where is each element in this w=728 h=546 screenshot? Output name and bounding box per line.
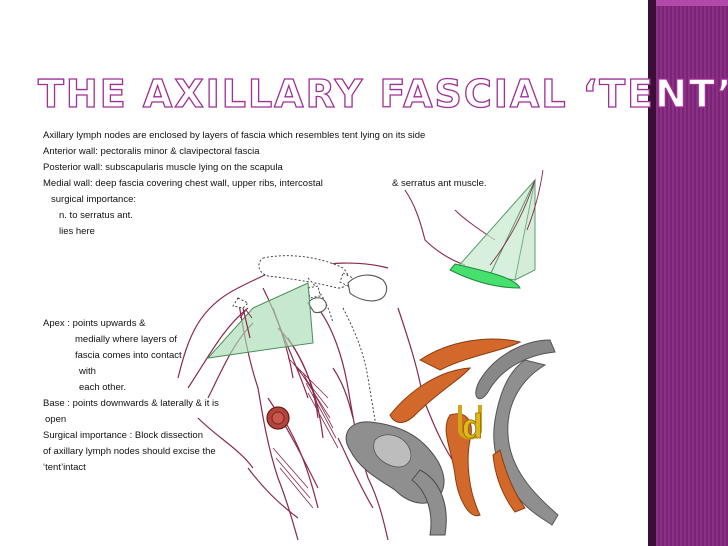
text-line: Axillary lymph nodes are enclosed by lay… xyxy=(43,130,426,141)
side-band xyxy=(656,0,728,546)
text-line: open xyxy=(45,414,67,425)
text-line: n. to serratus ant. xyxy=(59,210,133,221)
slide-title: THE AXILLARY FASCIAL ‘TENT’ xyxy=(37,71,728,116)
text-line: of axillary lymph nodes should excise th… xyxy=(43,446,216,457)
text-line: Surgical importance : Block dissection xyxy=(43,430,203,441)
text-line: ‘tent’intact xyxy=(43,462,86,473)
text-line: Medial wall: deep fascia covering chest … xyxy=(43,178,323,189)
text-line: medially where layers of xyxy=(75,334,177,345)
text-line: each other. xyxy=(79,382,127,393)
tent-diagram xyxy=(404,169,544,289)
text-line: Posterior wall: subscapularis muscle lyi… xyxy=(43,162,283,173)
text-line: lies here xyxy=(59,226,95,237)
side-band-highlight xyxy=(656,0,728,6)
text-line: Anterior wall: pectoralis minor & clavip… xyxy=(43,146,260,157)
cross-section-illustration: d xyxy=(345,338,559,536)
text-line: & serratus ant muscle. xyxy=(392,178,487,189)
side-band-edge xyxy=(648,0,656,546)
text-line: fascia comes into contact xyxy=(75,350,182,361)
text-line: surgical importance: xyxy=(51,194,137,205)
text-line: Base : points downwards & laterally & it… xyxy=(43,398,219,409)
text-line: with xyxy=(79,366,96,377)
figure-label: d xyxy=(462,408,483,446)
text-line: Apex : points upwards & xyxy=(43,318,146,329)
